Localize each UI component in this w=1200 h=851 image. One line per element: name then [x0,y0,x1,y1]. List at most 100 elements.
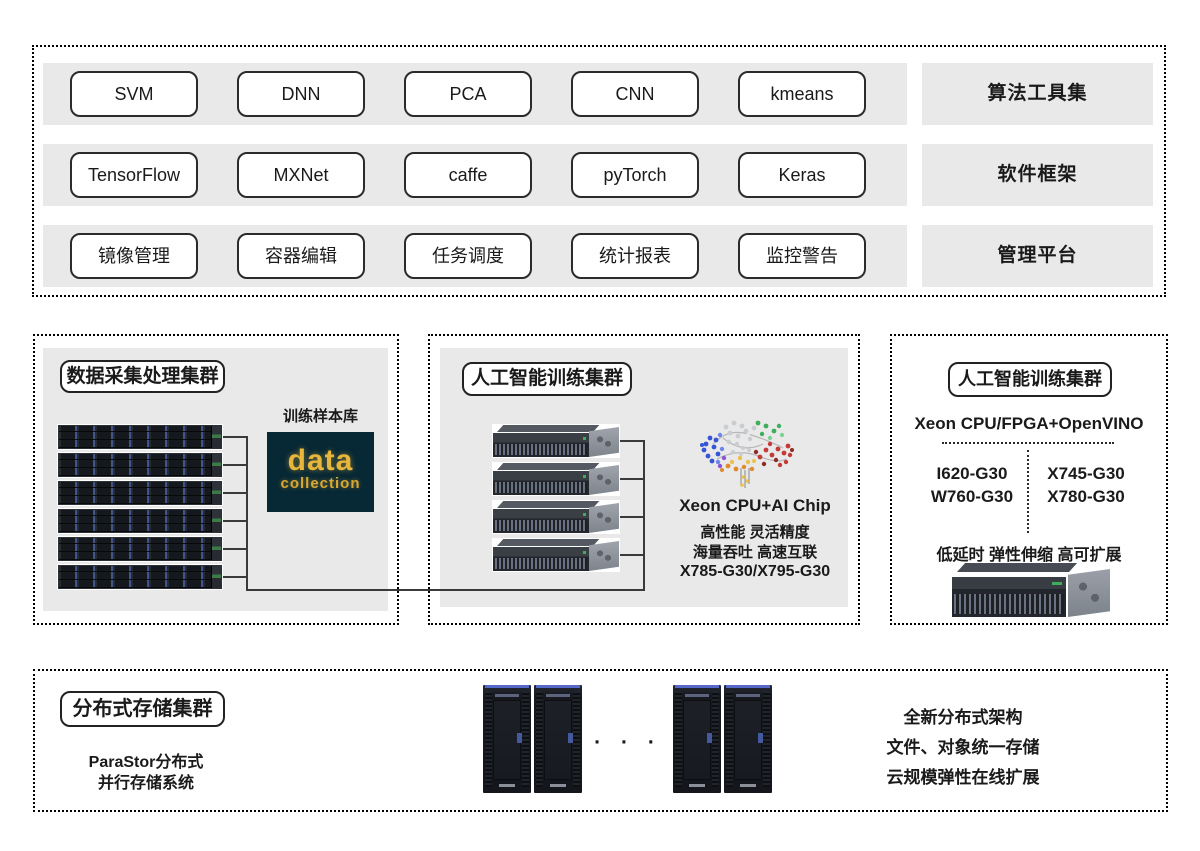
stack-chip: caffe [404,152,532,198]
ai-inference-cluster: 人工智能训练集群 Xeon CPU/FPGA+OpenVINO I620-G30… [890,334,1168,625]
rack-badge [707,733,712,743]
rack-badge [568,733,573,743]
rack-logo [550,784,566,787]
server-front [58,425,222,449]
rack-vent [522,691,529,787]
rack-server-image [57,508,223,534]
inference-server-image [952,563,1110,617]
rack-vent [573,691,580,787]
server-body [493,463,619,495]
server-front-face [493,433,589,457]
storage-feature-line: 云规模弹性在线扩展 [886,768,1040,787]
storage-rack-image [534,685,582,793]
features-label: 低延时 弹性伸缩 高可扩展 [936,547,1122,564]
storage-cluster: 分布式存储集群 ParaStor分布式 并行存储系统 · · · 全新分布式架构… [33,669,1168,812]
server-link-line [223,464,246,466]
cluster-title: 数据采集处理集群 [60,360,225,393]
stack-chip: 监控警告 [738,233,866,279]
storage-feature-line: 文件、对象统一存储 [886,738,1040,757]
rack-server-image [57,424,223,450]
rack-badge [517,733,522,743]
gpu-server-image [492,462,620,496]
server-side-face [589,503,619,533]
storage-features: 全新分布式架构文件、对象统一存储云规模弹性在线扩展 [855,703,1071,793]
storage-rack-image [483,685,531,793]
rack-server-image [57,480,223,506]
server-side-face [589,465,619,495]
cluster-title: 分布式存储集群 [60,691,225,727]
rack-top-strip [536,685,580,688]
chip-label: Xeon CPU+AI Chip [679,496,831,515]
stack-chip: pyTorch [571,152,699,198]
stack-chip: PCA [404,71,532,117]
rack-logo [689,784,705,787]
server-link-line [620,440,643,442]
mid-bus-line [643,440,645,591]
server-side-face [589,427,619,457]
rack-top-strip [726,685,770,688]
server-link-line [223,436,246,438]
rack-door [544,700,572,780]
server-front-face [493,471,589,495]
server-link-line [620,554,643,556]
gpu-server-image [492,538,620,572]
cluster-title: 人工智能训练集群 [948,362,1112,397]
server-side-face [589,541,619,571]
platform-row: 镜像管理容器编辑任务调度统计报表监控警告 [43,225,907,287]
rack-brand-text [685,694,709,697]
platform-label: Xeon CPU/FPGA+OpenVINO [914,414,1144,433]
storage-rack-image [673,685,721,793]
rack-server-image [57,564,223,590]
rack-door [734,700,762,780]
stack-chip: SVM [70,71,198,117]
features-line1: 高性能 灵活精度 [700,524,810,541]
server-front [58,481,222,505]
stack-chip: 镜像管理 [70,233,198,279]
data-collection-image: data collection [267,432,374,512]
server-link-line [223,576,246,578]
model-name: W760-G30 [930,487,1014,506]
framework-row-label: 软件框架 [922,144,1153,206]
storage-subtitle: ParaStor分布式 并行存储系统 [60,752,232,794]
platform-row-label: 管理平台 [922,225,1153,287]
rack-top-strip [675,685,719,688]
server-top-face [497,539,600,546]
rack-vent [712,691,719,787]
server-front [58,565,222,589]
rack-logo [740,784,756,787]
model-names: X785-G30/X795-G30 [679,563,831,580]
main-link-line [246,589,645,591]
server-front-face [952,577,1066,617]
rack-badge [758,733,763,743]
storage-rack-pair [673,685,773,793]
ai-training-cluster: 人工智能训练集群 [428,334,860,625]
gpu-server-image [492,500,620,534]
server-body [493,501,619,533]
rack-brand-text [546,694,570,697]
rack-vent [675,691,682,787]
data-word: data [287,444,354,477]
server-front [58,509,222,533]
server-link-line [223,520,246,522]
server-front-face [493,547,589,571]
model-name: X745-G30 [1047,464,1125,483]
rack-vent [763,691,770,787]
left-bus-line [246,436,248,591]
storage-rack-pair [483,685,583,793]
rack-vent [726,691,733,787]
server-front [58,453,222,477]
stack-chip: MXNet [237,152,365,198]
cluster-title: 人工智能训练集群 [462,362,632,396]
stack-chip: DNN [237,71,365,117]
sample-library-label: 训练样本库 [282,408,358,425]
stack-chip: Keras [738,152,866,198]
server-body [493,425,619,457]
storage-feature-line: 全新分布式架构 [903,708,1023,727]
server-link-line [620,478,643,480]
server-link-line [223,548,246,550]
model-name: X780-G30 [1047,487,1125,506]
